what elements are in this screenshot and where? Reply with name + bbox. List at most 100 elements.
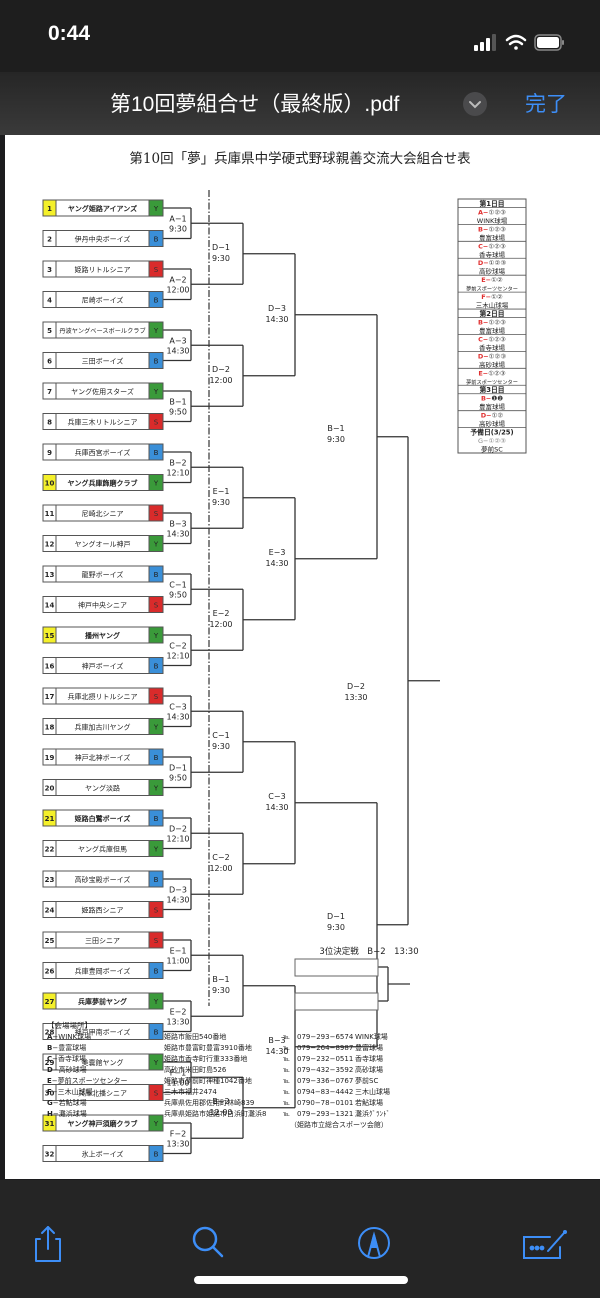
team-number-cell xyxy=(42,962,57,979)
done-button[interactable]: 完了 xyxy=(525,92,567,116)
team-name: 丹波ヤングベースボールクラブ xyxy=(59,327,145,335)
venue-short-name: 三木山球場 xyxy=(355,1087,390,1096)
game-numbers: ①②③ xyxy=(488,369,506,377)
schedule-venue: 三木山球場 xyxy=(476,301,509,310)
third-place-slot xyxy=(294,992,379,1011)
venue-name: B−豊富球場 xyxy=(47,1043,86,1052)
home-indicator[interactable] xyxy=(194,1276,408,1286)
tel-label: ℡ xyxy=(282,1077,290,1085)
league-code: B xyxy=(154,663,159,671)
schedule-code: A−①②③ xyxy=(478,208,506,216)
venue-tel: 079−293−1321 xyxy=(297,1110,353,1118)
schedule-code: B−①②③ xyxy=(478,225,506,233)
team-number: 2 xyxy=(47,236,52,244)
team-name: 兵庫北摂リトルシニア xyxy=(68,692,138,701)
match-code: B−1 xyxy=(327,424,344,433)
venue-tel: 079−432−3592 xyxy=(297,1066,353,1074)
title-menu-button[interactable] xyxy=(463,92,487,116)
match-time: 14:30 xyxy=(265,803,288,812)
schedule-venue: 香寺球場 xyxy=(479,343,506,352)
document-title[interactable]: 第10回夢組合せ（最終版）.pdf xyxy=(110,93,400,116)
match-code: A−1 xyxy=(169,214,186,223)
team-name: ヤング姫路アイアンズ xyxy=(68,204,137,213)
venue-address: 高砂市米田町島526 xyxy=(164,1065,227,1074)
team-number-cell xyxy=(42,657,57,674)
schedule-venue: WINK球場 xyxy=(477,216,508,225)
match-time: 9:30 xyxy=(212,254,230,263)
team-name: ヤング兵庫但馬 xyxy=(78,845,127,854)
venue-label: −灘浜球場 xyxy=(53,1109,87,1118)
match-time: 12:00 xyxy=(209,620,232,629)
league-badge xyxy=(148,260,164,278)
team-name: 兵庫北播シニア xyxy=(78,1089,127,1098)
league-badge xyxy=(148,809,164,827)
match-code: E−2 xyxy=(170,1007,187,1016)
game-numbers: ①② xyxy=(491,276,503,284)
share-button[interactable] xyxy=(26,1223,66,1263)
league-code: S xyxy=(154,693,159,701)
league-badge xyxy=(148,901,164,918)
team-number-cell xyxy=(42,779,57,796)
league-code: Y xyxy=(153,785,159,793)
venue-short-name: 夢前SC xyxy=(355,1076,378,1085)
venue-short-name: 若鮎球場 xyxy=(355,1098,383,1107)
match-code: B−1 xyxy=(169,397,186,406)
schedule-code: C−①②③ xyxy=(478,335,506,343)
schedule-venue: 夢前SC xyxy=(481,445,503,454)
schedule-venue: 豊富球場 xyxy=(479,402,506,411)
team-number: 19 xyxy=(45,754,55,762)
game-numbers: ①②③ xyxy=(488,335,506,343)
signature-button[interactable] xyxy=(520,1223,570,1263)
venue-key: F− xyxy=(481,293,491,301)
league-code: B xyxy=(154,968,159,976)
team-number-cell xyxy=(42,352,57,369)
league-code: S xyxy=(154,266,159,274)
league-badge xyxy=(148,565,164,583)
game-numbers: ①②③ xyxy=(488,319,506,327)
team-number-cell xyxy=(42,565,57,583)
team-number: 29 xyxy=(45,1059,55,1067)
team-name: ヤング佐用スターズ xyxy=(71,387,134,396)
league-badge xyxy=(148,779,164,796)
league-code: Y xyxy=(153,541,159,549)
signature-icon xyxy=(523,1230,567,1259)
schedule-code: E−①②③ xyxy=(478,369,506,377)
tel-label: ℡ xyxy=(282,1044,290,1052)
schedule-code: D−①②③ xyxy=(478,259,506,267)
venue-label: −三木山球場 xyxy=(52,1087,93,1096)
markup-button[interactable] xyxy=(354,1223,394,1263)
league-code: S xyxy=(154,419,159,427)
schedule-header: 第2日目 xyxy=(479,309,504,318)
tel-label: ℡ xyxy=(282,1099,290,1107)
league-code: S xyxy=(154,510,159,518)
team-number: 10 xyxy=(45,480,55,488)
search-button[interactable] xyxy=(188,1223,228,1263)
team-number-cell xyxy=(42,321,57,339)
schedule-venue: 高砂球場 xyxy=(479,360,506,369)
match-code: C−1 xyxy=(212,731,229,740)
venue-tel: 079−336−0767 xyxy=(297,1077,353,1085)
match-time: 14:30 xyxy=(265,559,288,568)
venue-key: C xyxy=(47,1055,52,1063)
match-time: 9:30 xyxy=(327,923,345,932)
venue-tel: 0794−83−4442 xyxy=(297,1088,353,1096)
match-time: 12:00 xyxy=(209,1108,232,1117)
league-code: Y xyxy=(153,998,159,1006)
team-number-cell xyxy=(42,809,57,827)
match-time: 12:10 xyxy=(166,834,189,843)
team-number-cell xyxy=(42,1023,57,1040)
team-name: 尼崎ボーイズ xyxy=(82,296,124,305)
third-place-label: 3位決定戦 B−2 13:30 xyxy=(319,946,418,957)
venue-label: −夢前スポーツセンター xyxy=(52,1076,128,1085)
